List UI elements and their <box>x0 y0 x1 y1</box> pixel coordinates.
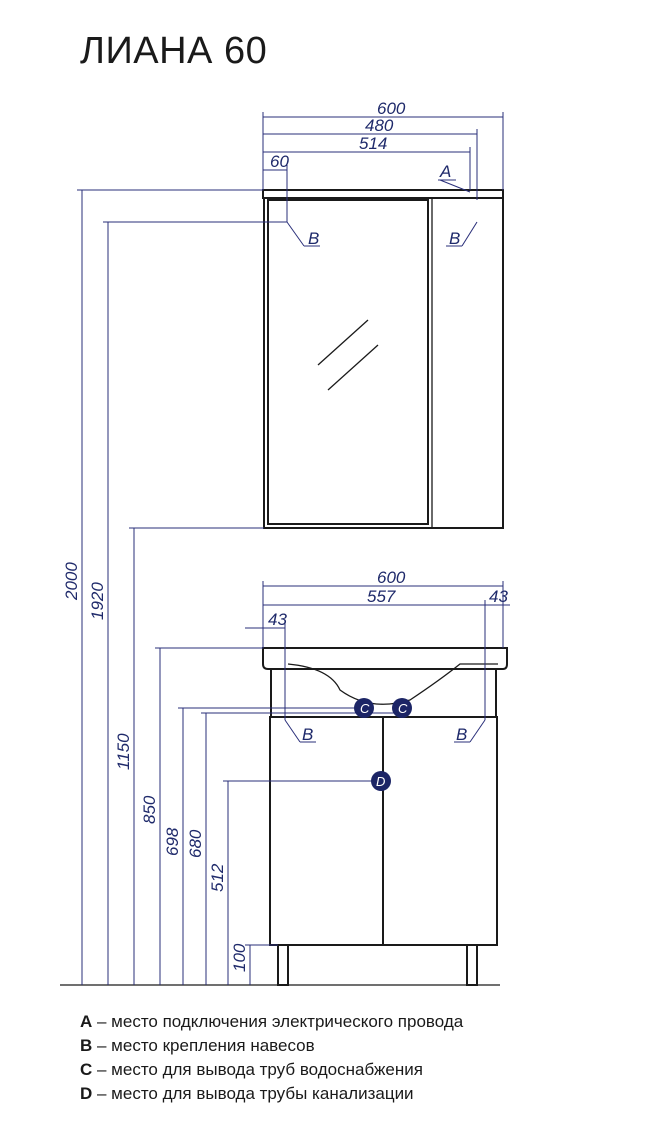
legend-text: – место для вывода трубы канализации <box>92 1084 414 1103</box>
marker-b-vanity-left: B <box>302 725 313 744</box>
legend-text: – место для вывода труб водоснабжения <box>92 1060 423 1079</box>
dim-mirror-60: 60 <box>270 152 289 171</box>
dim-698: 698 <box>163 827 182 856</box>
dim-vanity-43-left: 43 <box>268 610 287 629</box>
dim-vanity-43-right: 43 <box>489 587 508 606</box>
marker-d: D <box>371 771 391 791</box>
marker-b-mirror-left: B <box>308 229 319 248</box>
technical-drawing: 600 480 514 60 A B B <box>60 99 510 986</box>
dim-1920: 1920 <box>88 582 107 620</box>
dim-mirror-480: 480 <box>365 116 394 135</box>
dim-mirror-514: 514 <box>359 134 387 153</box>
marker-c-left: C <box>354 698 374 718</box>
dim-1150: 1150 <box>114 733 133 770</box>
marker-c-label: C <box>398 701 408 716</box>
washbasin-top <box>262 647 508 670</box>
dim-vanity-600: 600 <box>377 568 406 587</box>
mirror-glass-frame <box>267 199 429 525</box>
legend-item-d: D – место для вывода трубы канализации <box>80 1082 463 1106</box>
legend-key: C <box>80 1060 93 1079</box>
legend: A – место подключения электрического про… <box>80 1010 463 1106</box>
legend-key: D <box>80 1084 93 1103</box>
dim-100: 100 <box>230 943 249 972</box>
dim-512: 512 <box>208 863 227 892</box>
marker-c-label: C <box>360 701 370 716</box>
dim-vanity-557: 557 <box>367 587 396 606</box>
marker-d-circle <box>371 771 391 791</box>
legend-text: – место подключения электрического прово… <box>92 1012 464 1031</box>
mirror-cabinet <box>262 189 504 529</box>
marker-d-label: D <box>376 774 385 789</box>
legend-item-c: C – место для вывода труб водоснабжения <box>80 1058 463 1082</box>
marker-c-circle <box>354 698 374 718</box>
vanity-unit <box>60 647 508 986</box>
mirror-reflection-line <box>317 319 369 366</box>
vanity-leg-right <box>466 944 478 986</box>
mirror-dimensions: 600 480 514 60 A B B <box>262 99 504 248</box>
legend-text: – место крепления навесов <box>92 1036 315 1055</box>
marker-c-circle <box>392 698 412 718</box>
legend-key: B <box>80 1036 93 1055</box>
marker-b-vanity-right: B <box>456 725 467 744</box>
dim-680: 680 <box>186 829 205 858</box>
vanity-dimensions: 600 557 43 43 B B <box>245 568 510 744</box>
marker-c-right: C <box>392 698 412 718</box>
dim-850: 850 <box>140 795 159 824</box>
mirror-reflection-line <box>327 344 379 391</box>
marker-a-mirror: A <box>439 162 451 181</box>
legend-key: A <box>80 1012 93 1031</box>
mirror-body <box>263 197 504 529</box>
legend-item-b: B – место крепления навесов <box>80 1034 463 1058</box>
dim-mirror-600: 600 <box>377 99 406 118</box>
product-title: ЛИАНА 60 <box>80 30 268 72</box>
marker-b-mirror-right: B <box>449 229 460 248</box>
dim-2000: 2000 <box>62 562 81 601</box>
washbasin-bowl <box>287 663 498 705</box>
vertical-dimensions: 2000 1920 1150 850 698 680 512 100 <box>62 189 395 985</box>
vanity-leg-left <box>277 944 289 986</box>
legend-item-a: A – место подключения электрического про… <box>80 1010 463 1034</box>
